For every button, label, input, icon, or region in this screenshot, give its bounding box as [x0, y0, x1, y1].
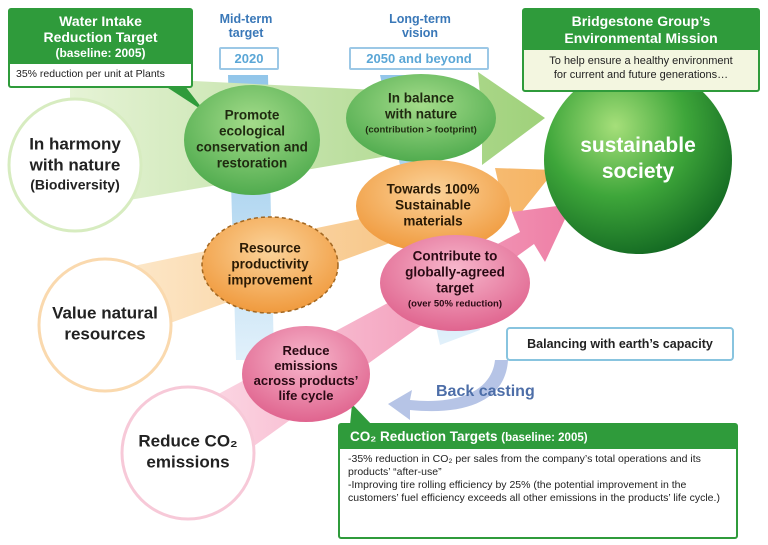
vision-label-global-sub: (over 50% reduction) [408, 299, 502, 310]
mission-title: Bridgestone Group’s Environmental Missio… [524, 10, 758, 50]
mid-term-label: Mid-term target [219, 12, 273, 40]
water-intake-baseline: (baseline: 2005) [55, 46, 146, 60]
water-intake-title: Water Intake Reduction Target [43, 13, 158, 45]
co2-target-baseline: (baseline: 2005) [501, 432, 588, 444]
pillar-circle-co2 [120, 385, 256, 521]
year-2020-box: 2020 [219, 47, 279, 70]
oval-sustainable-materials [356, 160, 510, 252]
back-casting-label: Back casting [436, 383, 535, 400]
mission-box: Bridgestone Group’s Environmental Missio… [522, 8, 760, 92]
co2-target-item: -35% reduction in CO₂ per sales from the… [348, 453, 701, 478]
co2-target-item: -Improving tire rolling efficiency by 25… [348, 479, 720, 504]
pillar-circle-resources [37, 257, 173, 393]
co2-target-header: CO₂ Reduction Targets (baseline: 2005) [340, 425, 736, 449]
water-intake-header: Water Intake Reduction Target (baseline:… [10, 10, 191, 64]
oval-promote-conservation [184, 85, 320, 195]
oval-resource-productivity [201, 216, 339, 314]
co2-target-items: -35% reduction in CO₂ per sales from the… [340, 449, 736, 509]
oval-balance-nature [346, 74, 496, 162]
sustainable-society-sphere [544, 66, 732, 254]
co2-target-title: CO₂ Reduction Targets [350, 429, 498, 444]
oval-global-target [380, 235, 530, 331]
water-intake-detail: 35% reduction per unit at Plants [16, 68, 165, 80]
backcast-arrow [388, 360, 508, 420]
vision-label-balance-sub: (contribution > footprint) [365, 125, 477, 136]
year-2050-box: 2050 and beyond [349, 47, 489, 70]
oval-reduce-emissions [242, 326, 370, 422]
water-intake-target-box: Water Intake Reduction Target (baseline:… [8, 8, 193, 88]
balance-capacity-box: Balancing with earth’s capacity [506, 327, 734, 361]
mission-text: To help ensure a healthy environment for… [549, 55, 733, 81]
pillar-circle-biodiversity [7, 97, 143, 233]
long-term-label: Long-term vision [389, 12, 451, 40]
co2-callout-pointer [350, 404, 372, 425]
water-callout-pointer [165, 86, 205, 112]
pillar-label-biodiversity-sub: (Biodiversity) [30, 176, 119, 192]
co2-target-box: CO₂ Reduction Targets (baseline: 2005) -… [338, 423, 738, 539]
